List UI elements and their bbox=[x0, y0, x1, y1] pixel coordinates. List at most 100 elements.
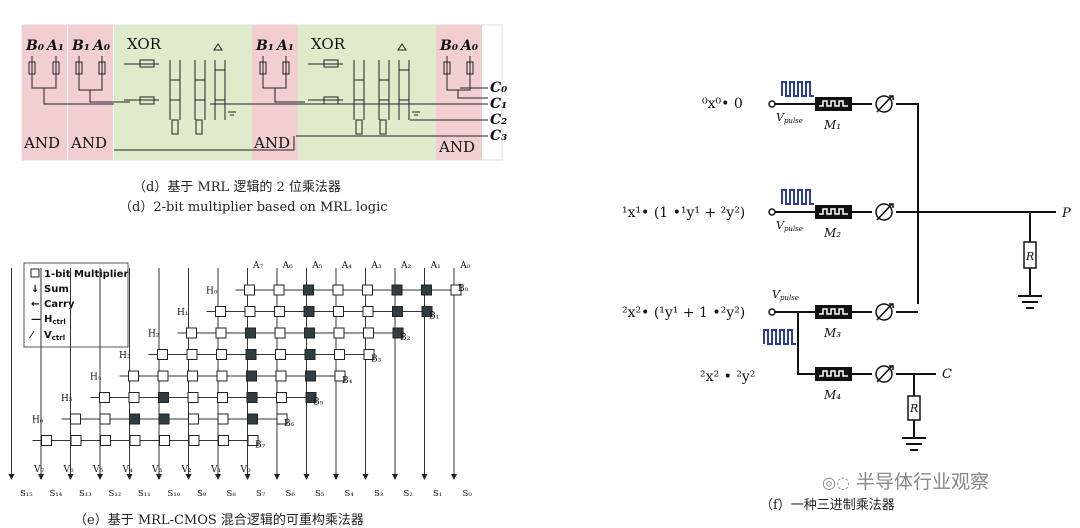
multiplier-cell bbox=[215, 306, 226, 317]
multiplier-cell bbox=[245, 349, 257, 360]
xor-block-2 bbox=[298, 25, 436, 160]
s-label: S₁₅ bbox=[20, 489, 33, 499]
a-label: A₄ bbox=[341, 261, 352, 271]
multiplier-cell bbox=[218, 435, 229, 446]
arrow-head bbox=[303, 474, 310, 480]
arrow-head bbox=[185, 474, 192, 480]
h-label: H₁ bbox=[177, 308, 188, 318]
h-label: H₅ bbox=[61, 394, 73, 404]
panel-f-ternary: ⁰x⁰• 0 ¹x¹• (1 •¹y¹ + ²y²) ²x²• (¹y¹ + 1… bbox=[622, 81, 1071, 451]
multiplier-cell bbox=[158, 392, 169, 403]
panel-d-wiring bbox=[28, 43, 488, 151]
vpulse-1: Vpulse bbox=[776, 111, 803, 125]
s-label: S₇ bbox=[256, 489, 266, 499]
b-label: B₁ bbox=[429, 312, 439, 322]
multiplier-cell bbox=[70, 413, 81, 425]
arrow-head bbox=[421, 474, 428, 480]
watermark: ◎◌ 半导体行业观察 bbox=[822, 467, 989, 494]
memristor-m2 bbox=[815, 205, 852, 219]
memristor-m3 bbox=[815, 305, 852, 319]
a-label: A₃ bbox=[370, 261, 381, 271]
arrow-head bbox=[362, 474, 369, 480]
arrow-head bbox=[97, 474, 103, 480]
b-label: B₆ bbox=[284, 419, 295, 429]
legend-v: Vctrl bbox=[44, 330, 65, 342]
and-label-2: AND bbox=[70, 134, 107, 152]
arrow-head bbox=[67, 474, 74, 480]
and-label-4: AND bbox=[438, 138, 475, 156]
f-wiring bbox=[775, 103, 1056, 451]
vpulse-3: Vpulse bbox=[772, 288, 799, 302]
multiplier-cell bbox=[391, 284, 403, 296]
multiplier-cell bbox=[129, 413, 140, 425]
v-label: V₀ bbox=[240, 465, 251, 475]
legend-v-icon: ⁄ bbox=[29, 330, 35, 341]
s-label: S₁₁ bbox=[138, 489, 151, 499]
multiplier-cell bbox=[245, 327, 256, 339]
multiplier-cell bbox=[217, 392, 228, 403]
multiplier-cell bbox=[187, 370, 198, 382]
multiplier-cell bbox=[276, 413, 288, 425]
b-label: B₄ bbox=[342, 376, 353, 386]
multiplier-cell bbox=[304, 327, 315, 339]
v-label: V₆ bbox=[63, 465, 74, 475]
multiplier-cell bbox=[159, 435, 170, 446]
d-in-5: B₁ bbox=[255, 38, 274, 54]
b-label: B₇ bbox=[255, 441, 266, 451]
s-label: S₁₀ bbox=[168, 489, 181, 499]
multiplier-cell bbox=[363, 327, 374, 339]
multiplier-cell bbox=[333, 306, 344, 317]
arrow-head bbox=[8, 474, 15, 480]
multiplier-cell bbox=[128, 370, 139, 382]
multiplier-cell bbox=[188, 413, 199, 425]
resistor-label-1: R bbox=[1025, 250, 1034, 263]
h-label: H₂ bbox=[148, 330, 160, 340]
b-label: B₃ bbox=[371, 355, 382, 365]
out-c0: C₀ bbox=[490, 80, 507, 96]
multiplier-cell bbox=[303, 306, 315, 317]
s-label: S₁₃ bbox=[79, 489, 92, 499]
multiplier-cell bbox=[276, 392, 287, 403]
multiplier-cell bbox=[246, 392, 258, 403]
v-label: V₅ bbox=[92, 465, 103, 475]
arrow-head bbox=[126, 474, 133, 480]
multiplier-cell bbox=[304, 349, 316, 360]
s-label: S₁₄ bbox=[50, 489, 63, 499]
watermark-text: 半导体行业观察 bbox=[855, 471, 989, 493]
multiplier-cell bbox=[421, 306, 433, 317]
v-label: V₄ bbox=[122, 465, 133, 475]
pulse-icons bbox=[763, 81, 814, 345]
multiplier-cell bbox=[128, 392, 140, 403]
multiplier-cell bbox=[99, 392, 110, 403]
h-label: H₃ bbox=[119, 351, 131, 361]
caption-d-cn: （d）基于 MRL 逻辑的 2 位乘法器 bbox=[133, 180, 341, 195]
arrow-head bbox=[244, 474, 251, 480]
multiplier-cell bbox=[363, 349, 375, 360]
multiplier-cell bbox=[99, 413, 111, 425]
and-label-3: AND bbox=[253, 134, 290, 152]
arrow-head bbox=[38, 474, 44, 480]
s-label: S₁ bbox=[433, 489, 442, 499]
arrow-head bbox=[451, 474, 457, 480]
multiplier-cell bbox=[186, 327, 197, 339]
multiplier-cell bbox=[421, 284, 432, 296]
multiplier-cell bbox=[217, 413, 229, 425]
s-label: S₄ bbox=[345, 489, 355, 499]
v-label: V₃ bbox=[151, 465, 162, 475]
s-label: S₁₂ bbox=[109, 489, 122, 499]
v-label: V₂ bbox=[181, 465, 192, 475]
arrow-head bbox=[156, 474, 162, 480]
a-label: A₂ bbox=[400, 261, 411, 271]
v-label: V₁ bbox=[210, 465, 221, 475]
multiplier-cell bbox=[275, 349, 286, 360]
multiplier-cell bbox=[41, 435, 52, 446]
output-p: P bbox=[1061, 206, 1071, 221]
legend-multiplier: 1-bit Multiplier bbox=[44, 269, 128, 280]
a-label: A₆ bbox=[282, 261, 293, 271]
multiplier-cell bbox=[70, 435, 82, 446]
a-label: A₀ bbox=[459, 261, 470, 271]
multiplier-cell bbox=[100, 435, 111, 446]
legend-sum-icon: ↓ bbox=[31, 284, 39, 295]
multiplier-cell bbox=[157, 370, 169, 382]
